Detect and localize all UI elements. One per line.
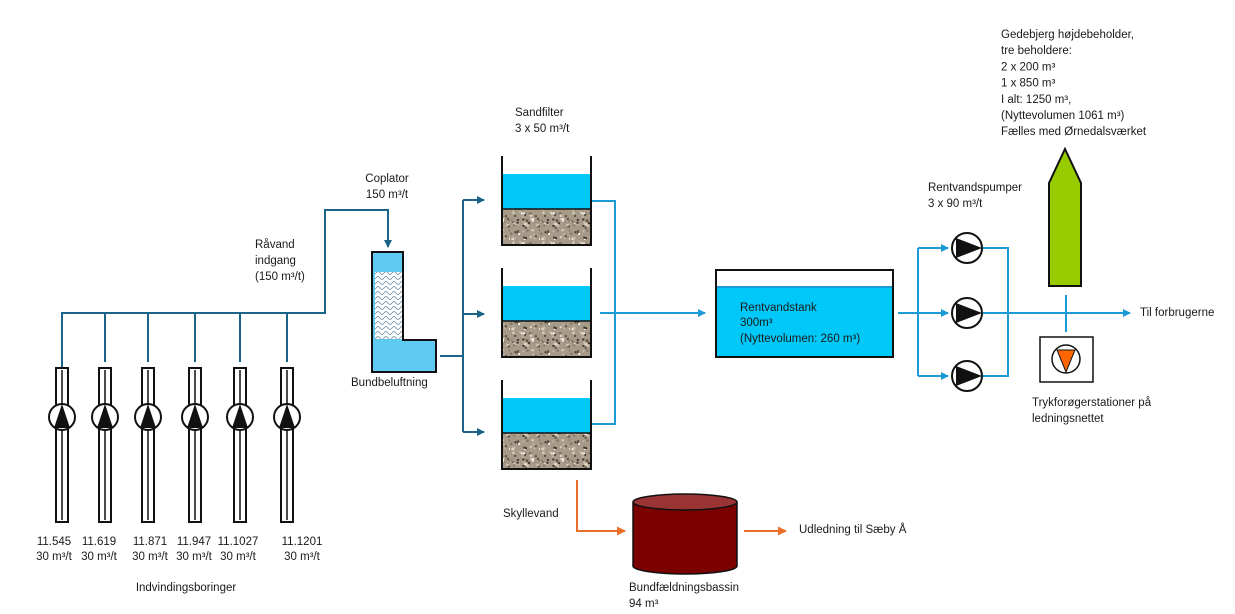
svg-text:94 m³: 94 m³ [629, 598, 659, 610]
reservoir-text-line: Gedebjerg højdebeholder, [1001, 29, 1134, 41]
well-rate: 30 m³/t [132, 551, 169, 563]
raw-water-label: Råvand indgang (150 m³/t) [255, 239, 305, 283]
well-rate: 30 m³/t [284, 551, 321, 563]
well: 11.1027 30 m³/t [218, 367, 259, 563]
svg-text:300m³: 300m³ [740, 317, 773, 329]
well-id: 11.545 [37, 536, 71, 548]
wells-title: Indvindingsboringer [136, 582, 237, 594]
well-rate: 30 m³/t [36, 551, 73, 563]
well-id: 11.871 [133, 536, 167, 548]
discharge-label: Udledning til Sæby Å [799, 523, 907, 536]
pump-icon [951, 297, 983, 329]
reservoir-tower [1048, 146, 1082, 287]
pump-icon [951, 360, 983, 392]
well-pump-icon [273, 403, 301, 431]
sedimentation-basin [632, 493, 738, 575]
well-rate: 30 m³/t [220, 551, 257, 563]
svg-text:ledningsnettet: ledningsnettet [1032, 413, 1104, 425]
svg-text:Råvand: Råvand [255, 239, 295, 251]
reservoir-text-line: 2 x 200 m³ [1001, 61, 1055, 73]
well: 11.1201 30 m³/t [273, 367, 323, 563]
well-id: 11.619 [82, 536, 116, 548]
svg-text:Coplator: Coplator [365, 173, 409, 185]
svg-text:Bundfældningsbassin: Bundfældningsbassin [629, 582, 739, 594]
clean-water-pumps [951, 232, 983, 392]
reservoir-text-line: tre beholdere: [1001, 45, 1072, 57]
well: 11.947 30 m³/t [176, 367, 213, 563]
booster-station-icon [1039, 336, 1094, 383]
well-id: 11.1201 [282, 536, 323, 548]
well: 11.871 30 m³/t [132, 367, 169, 563]
filter-feed-pipes [440, 196, 485, 436]
raw-water-pipes [61, 209, 392, 378]
svg-text:indgang: indgang [255, 255, 296, 267]
reservoir-text-line: 1 x 850 m³ [1001, 78, 1055, 90]
well-id: 11.947 [177, 536, 211, 548]
reservoir-text-line: Fælles med Ørnedalsværket [1001, 126, 1147, 138]
clean-water-tank: Rentvandstank 300m³ (Nyttevolumen: 260 m… [715, 269, 894, 358]
sandfilter-tank [501, 156, 592, 246]
sandfilter-tank [501, 268, 592, 358]
svg-text:3 x 90 m³/t: 3 x 90 m³/t [928, 198, 983, 210]
backwash-pipes [576, 480, 787, 536]
booster-label: Trykforøgerstationer på ledningsnettet [1032, 397, 1152, 425]
svg-text:3 x 50 m³/t: 3 x 50 m³/t [515, 123, 570, 135]
reservoir-text-line: I alt: 1250 m³, [1001, 94, 1071, 106]
sandfilter-tank [501, 380, 592, 470]
well: 11.545 30 m³/t [36, 367, 76, 563]
well-pump-icon [181, 403, 209, 431]
sandfilter-label: Sandfilter 3 x 50 m³/t [515, 107, 570, 135]
svg-text:Rentvandspumper: Rentvandspumper [928, 182, 1022, 194]
svg-text:Sandfilter: Sandfilter [515, 107, 564, 119]
coplator-label: Coplator 150 m³/t [365, 173, 409, 201]
well-pump-icon [134, 403, 162, 431]
consumers-label: Til forbrugerne [1140, 307, 1214, 319]
well-id: 11.1027 [218, 536, 259, 548]
well-rate: 30 m³/t [176, 551, 213, 563]
well-rate: 30 m³/t [81, 551, 118, 563]
sandfilters [501, 156, 592, 470]
pumps-label: Rentvandspumper 3 x 90 m³/t [928, 182, 1022, 210]
pump-icon [951, 232, 983, 264]
pump-pipes [898, 244, 1131, 380]
backwash-label: Skyllevand [503, 508, 559, 520]
svg-text:150 m³/t: 150 m³/t [366, 189, 409, 201]
svg-text:(150 m³/t): (150 m³/t) [255, 271, 305, 283]
well: 11.619 30 m³/t [81, 367, 119, 563]
well-pump-icon [48, 403, 76, 431]
svg-text:Rentvandstank: Rentvandstank [740, 302, 817, 314]
well-pump-icon [91, 403, 119, 431]
svg-text:(Nyttevolumen: 260 m³): (Nyttevolumen: 260 m³) [740, 333, 860, 345]
aeration-tank [371, 251, 437, 373]
well-pump-icon [226, 403, 254, 431]
aeration-label: Bundbeluftning [351, 377, 428, 389]
basin-label: Bundfældningsbassin 94 m³ [629, 582, 739, 610]
reservoir-label: Gedebjerg højdebeholder, tre beholdere: 2 … [1001, 29, 1147, 138]
filtered-water-pipes [592, 200, 706, 425]
reservoir-text-line: (Nyttevolumen 1061 m³) [1001, 110, 1125, 122]
svg-text:Trykforøgerstationer på: Trykforøgerstationer på [1032, 397, 1152, 409]
